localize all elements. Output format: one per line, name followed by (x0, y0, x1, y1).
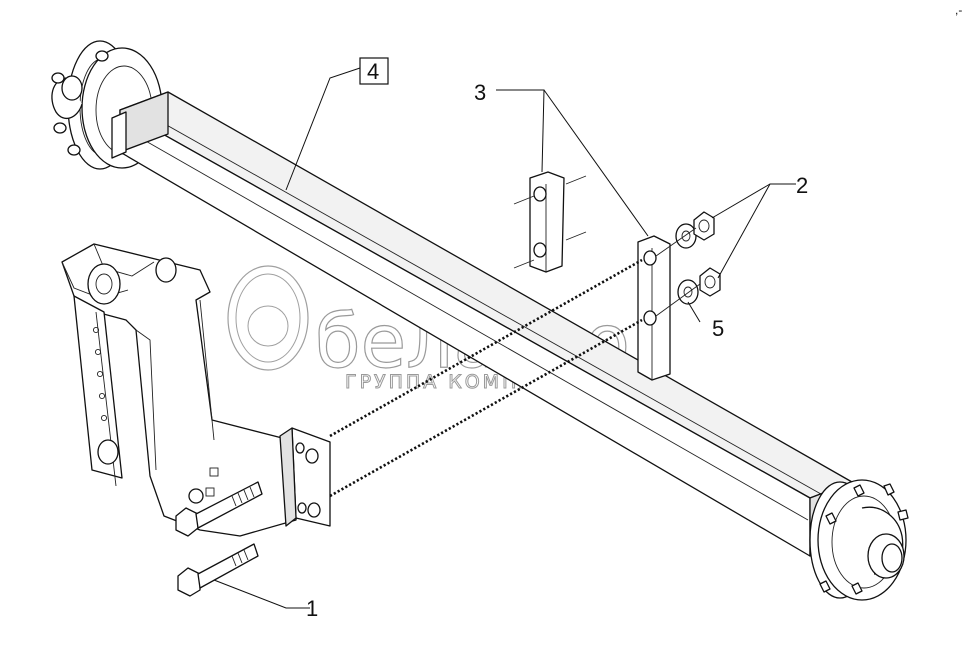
bracket-small-holes-icon (92, 326, 219, 497)
right-hub-stud-icon (819, 483, 909, 595)
left-hub-stud-icon (51, 50, 109, 156)
corner-mark: ,- (955, 3, 962, 17)
bolt-upper (175, 481, 263, 537)
nut-upper (693, 211, 715, 241)
washer-lower (677, 279, 699, 305)
callout-4: 4 (359, 57, 389, 85)
clamp-plate-back (513, 171, 587, 273)
callout-2-label: 2 (796, 173, 808, 198)
washer-upper (675, 223, 697, 249)
bolt-lower (177, 543, 259, 597)
callout-1-label: 1 (306, 596, 318, 621)
leader-lines (213, 67, 796, 609)
belagro-logo-icon (227, 265, 309, 371)
callout-3-label: 3 (474, 80, 486, 105)
nut-lower (699, 267, 721, 297)
callout-5-label: 5 (712, 316, 724, 341)
assembly-lines (329, 227, 701, 498)
clamp-plate-front (637, 235, 671, 381)
right-wheel-hub (809, 479, 909, 601)
frame-bracket (61, 243, 331, 537)
callout-4-label: 4 (367, 59, 379, 84)
